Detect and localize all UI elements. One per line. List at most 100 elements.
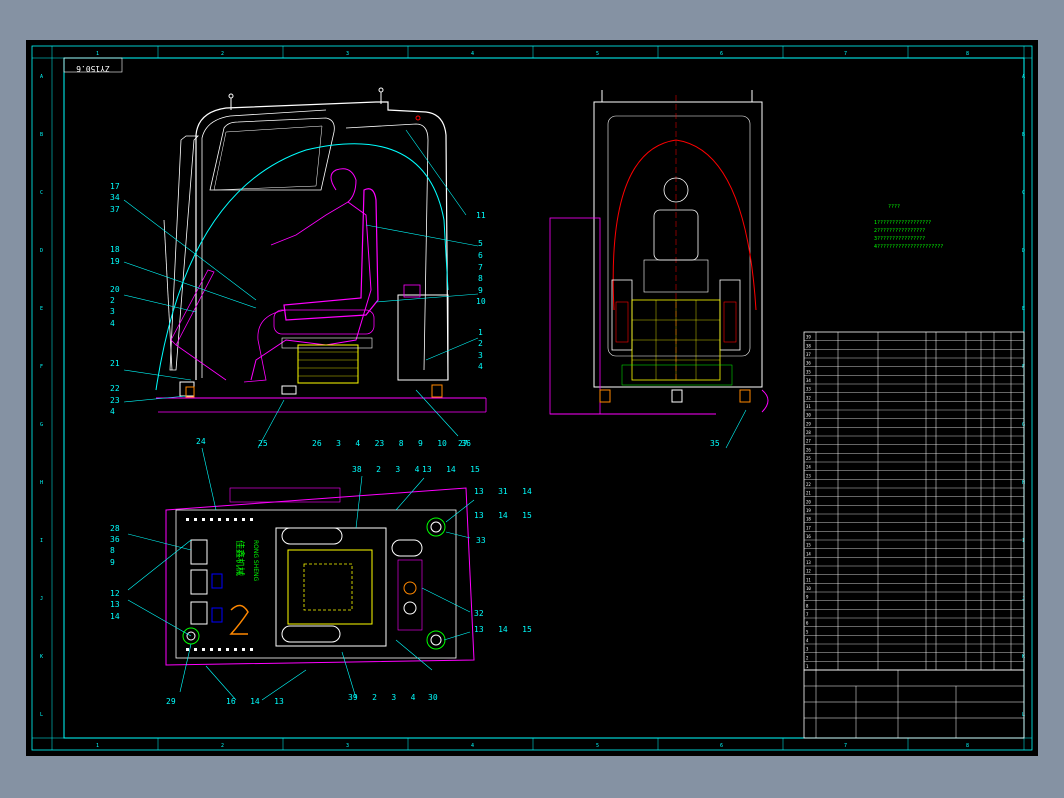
parts-row-number: 31 bbox=[806, 404, 811, 409]
callout-29: 29 bbox=[166, 697, 176, 706]
parts-row-number: 37 bbox=[806, 352, 811, 357]
callout-25: 25 bbox=[258, 439, 268, 448]
svg-text:3: 3 bbox=[346, 743, 349, 749]
column-labels-top: 1 2 3 4 5 6 7 8 bbox=[96, 51, 969, 57]
parts-row-number: 9 bbox=[806, 595, 809, 600]
callout-20: 20 bbox=[110, 285, 120, 294]
parts-row-number: 13 bbox=[806, 560, 811, 565]
callout-13-14-15-b: 13 14 15 bbox=[474, 511, 532, 520]
drawing-sheet: 1 2 3 4 5 6 7 8 1 2 3 4 5 6 7 8 A B C D … bbox=[31, 45, 1033, 751]
svg-text:E: E bbox=[1022, 306, 1025, 312]
svg-text:2: 2 bbox=[221, 743, 224, 749]
side-view bbox=[155, 87, 487, 413]
callout-23: 23 bbox=[110, 396, 120, 405]
technical-notes: ???? 1?????????????????? 2??????????????… bbox=[874, 204, 943, 250]
svg-text:3????????????????: 3???????????????? bbox=[874, 236, 925, 242]
parts-row-number: 2 bbox=[806, 655, 809, 660]
drawing-code-box: ZY150.6 bbox=[63, 57, 123, 73]
callout-30: 30 bbox=[428, 693, 438, 702]
svg-text:D: D bbox=[40, 248, 43, 254]
callout-17: 17 bbox=[110, 182, 120, 191]
callout-13-14-15-a: 13 14 15 bbox=[422, 465, 480, 474]
callout-22: 22 bbox=[110, 384, 120, 393]
svg-text:1: 1 bbox=[96, 51, 99, 57]
parts-row-number: 28 bbox=[806, 430, 811, 435]
svg-text:H: H bbox=[40, 480, 43, 486]
callout-13-31-14: 13 31 14 bbox=[474, 487, 532, 496]
parts-row-number: 8 bbox=[806, 603, 809, 608]
callout-27: 27 bbox=[458, 439, 468, 448]
parts-row-number: 25 bbox=[806, 456, 811, 461]
svg-text:K: K bbox=[40, 654, 43, 660]
callout-1: 1 bbox=[478, 328, 483, 337]
parts-row-number: 21 bbox=[806, 491, 811, 496]
cad-viewport[interactable]: 1 2 3 4 5 6 7 8 1 2 3 4 5 6 7 8 A B C D … bbox=[26, 40, 1038, 756]
parts-row-number: 5 bbox=[806, 629, 809, 634]
callout-2b: 2 bbox=[478, 339, 483, 348]
plan-logo-sub: RONG SHENG bbox=[252, 540, 259, 582]
parts-row-number: 6 bbox=[806, 621, 809, 626]
callout-35: 35 bbox=[710, 439, 720, 448]
parts-row-number: 7 bbox=[806, 612, 809, 617]
parts-row-number: 22 bbox=[806, 482, 811, 487]
svg-text:2????????????????: 2???????????????? bbox=[874, 228, 925, 234]
svg-text:1: 1 bbox=[96, 743, 99, 749]
callout-37: 37 bbox=[110, 205, 120, 214]
front-view: 35 bbox=[549, 90, 769, 449]
title-block bbox=[803, 669, 1025, 739]
svg-text:6: 6 bbox=[720, 743, 723, 749]
svg-text:8: 8 bbox=[966, 743, 969, 749]
parts-list-table: 3938373635343332313029282726252423222120… bbox=[803, 331, 1025, 671]
callout-3: 3 bbox=[110, 307, 115, 316]
parts-row-number: 12 bbox=[806, 569, 811, 574]
parts-row-number: 27 bbox=[806, 439, 811, 444]
svg-text:F: F bbox=[40, 364, 43, 370]
callout-13: 13 bbox=[110, 600, 120, 609]
svg-text:B: B bbox=[1022, 132, 1025, 138]
callout-14: 14 bbox=[110, 612, 120, 621]
callout-32: 32 bbox=[474, 609, 484, 618]
parts-row-number: 36 bbox=[806, 361, 811, 366]
svg-text:I: I bbox=[1022, 538, 1025, 544]
callout-38-row: 38 2 3 4 bbox=[352, 465, 420, 474]
parts-row-number: 38 bbox=[806, 343, 811, 348]
parts-row-number: 30 bbox=[806, 413, 811, 418]
svg-text:5: 5 bbox=[596, 51, 599, 57]
parts-row-number: 26 bbox=[806, 447, 811, 452]
callout-8b: 8 bbox=[110, 546, 115, 555]
svg-text:C: C bbox=[40, 190, 43, 196]
callout-4c: 4 bbox=[478, 362, 483, 371]
callout-7: 7 bbox=[478, 263, 483, 272]
parts-row-number: 39 bbox=[806, 335, 811, 340]
callout-19: 19 bbox=[110, 257, 120, 266]
parts-row-number: 19 bbox=[806, 508, 811, 513]
callout-34: 34 bbox=[110, 193, 120, 202]
callout-21: 21 bbox=[110, 359, 120, 368]
parts-row-number: 34 bbox=[806, 378, 811, 383]
parts-row-number: 32 bbox=[806, 395, 811, 400]
svg-text:5: 5 bbox=[596, 743, 599, 749]
parts-row-number: 3 bbox=[806, 647, 809, 652]
parts-row-number: 33 bbox=[806, 387, 811, 392]
svg-text:4: 4 bbox=[471, 743, 474, 749]
svg-text:ZY150.6: ZY150.6 bbox=[76, 64, 110, 73]
svg-text:L: L bbox=[1022, 712, 1025, 718]
parts-row-number: 11 bbox=[806, 577, 811, 582]
svg-text:6: 6 bbox=[720, 51, 723, 57]
parts-row-number: 29 bbox=[806, 421, 811, 426]
callout-5: 5 bbox=[478, 239, 483, 248]
svg-text:A: A bbox=[40, 74, 43, 80]
svg-text:G: G bbox=[40, 422, 43, 428]
parts-row-number: 10 bbox=[806, 586, 811, 591]
parts-row-number: 15 bbox=[806, 543, 811, 548]
svg-text:4: 4 bbox=[471, 51, 474, 57]
parts-row-number: 35 bbox=[806, 369, 811, 374]
svg-text:L: L bbox=[40, 712, 43, 718]
svg-text:G: G bbox=[1022, 422, 1025, 428]
svg-text:J: J bbox=[1022, 596, 1025, 602]
svg-text:D: D bbox=[1022, 248, 1025, 254]
callout-10: 10 bbox=[476, 297, 486, 306]
svg-text:C: C bbox=[1022, 190, 1025, 196]
plan-view-callout-labels: 24 38 2 3 4 13 14 15 13 31 14 13 14 15 3… bbox=[110, 437, 532, 706]
svg-text:B: B bbox=[40, 132, 43, 138]
